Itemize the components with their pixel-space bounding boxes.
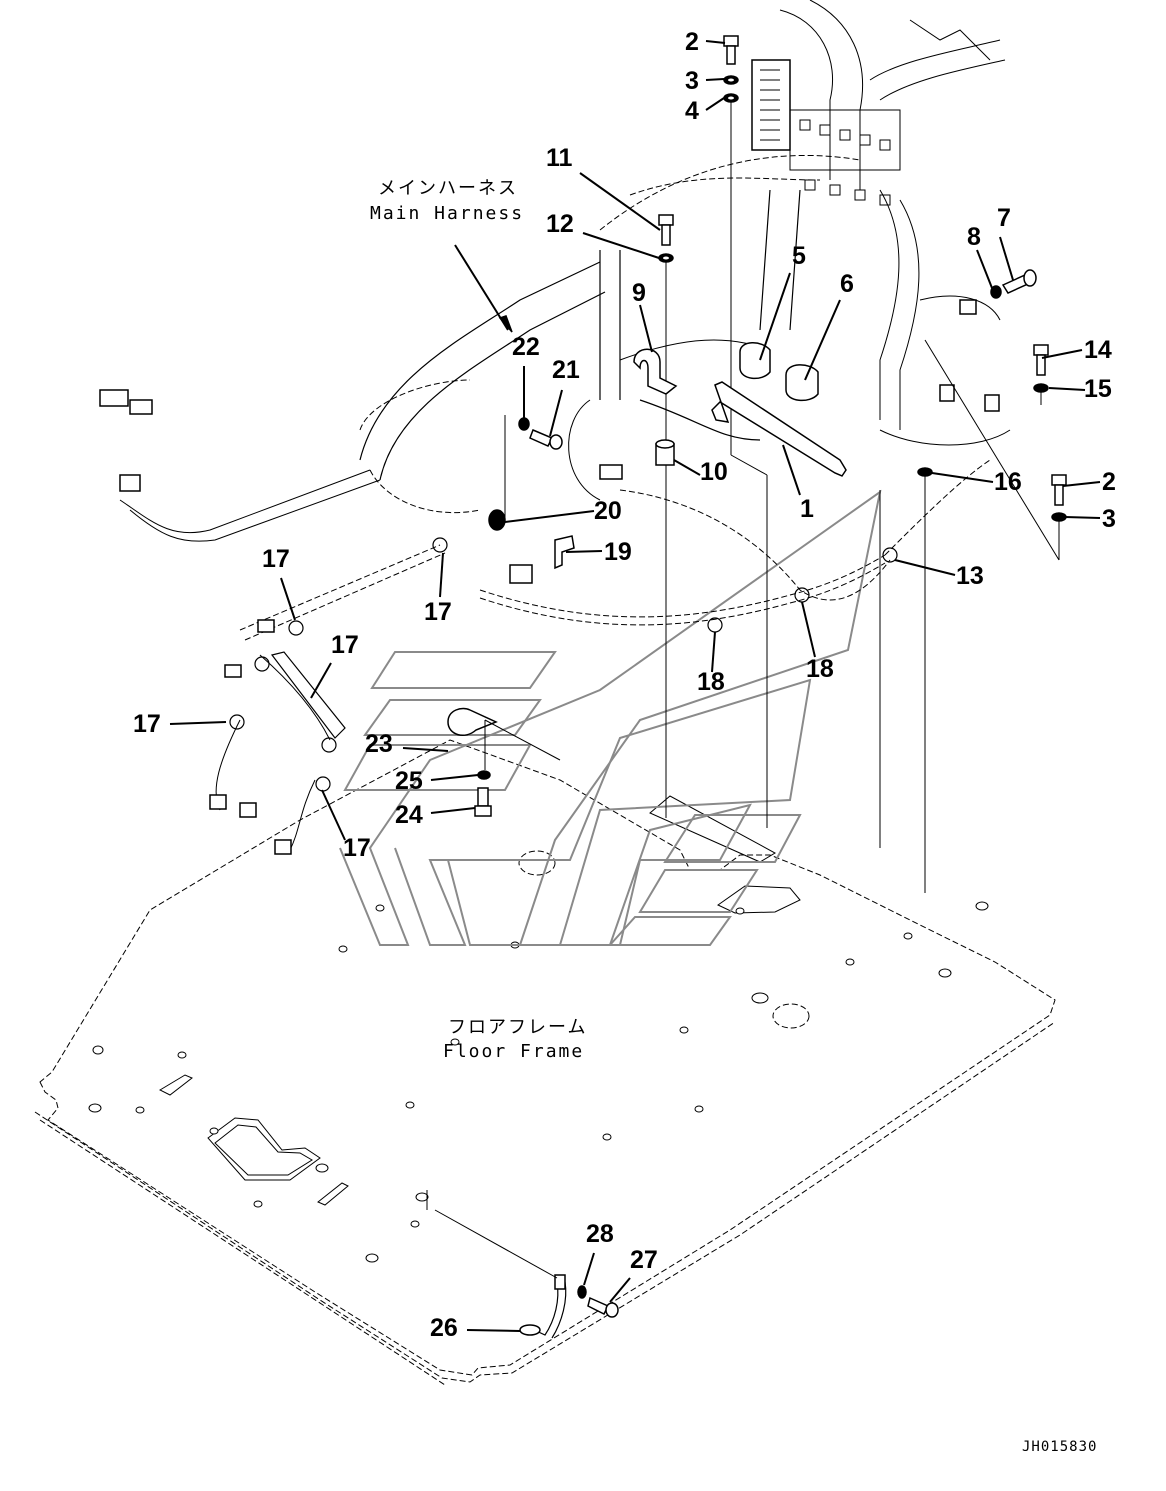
part-label-10: 10 <box>700 458 728 486</box>
part-label-18a: 18 <box>697 668 725 696</box>
part-label-17a: 17 <box>262 545 290 573</box>
clip-icon <box>321 737 337 753</box>
part-label-21: 21 <box>552 356 580 384</box>
part-label-17e: 17 <box>343 834 371 862</box>
part-label-18b: 18 <box>806 655 834 683</box>
part-label-3b: 3 <box>1102 505 1116 533</box>
part-label-24: 24 <box>395 801 423 829</box>
part-label-6: 6 <box>840 270 854 298</box>
main-harness <box>99 0 1011 855</box>
bolt-icon <box>723 35 739 65</box>
part-label-5: 5 <box>792 242 806 270</box>
part-label-25: 25 <box>395 767 423 795</box>
floor-frame <box>34 739 1056 1386</box>
floor-frame-caption-jp: フロアフレーム <box>448 1017 587 1038</box>
part-label-3: 3 <box>685 67 699 95</box>
part-label-23: 23 <box>365 730 393 758</box>
washer-icon <box>658 253 674 263</box>
part-label-15: 15 <box>1084 375 1112 403</box>
part-label-17d: 17 <box>133 710 161 738</box>
part-label-22: 22 <box>512 333 540 361</box>
part-label-19: 19 <box>604 538 632 566</box>
part-label-1: 1 <box>800 495 814 523</box>
drawing-code: JH015830 <box>1022 1439 1097 1455</box>
part-label-13: 13 <box>956 562 984 590</box>
part-label-12: 12 <box>546 210 574 238</box>
part-label-16: 16 <box>994 468 1022 496</box>
seat-base-outline <box>339 489 882 946</box>
part-label-17c: 17 <box>331 631 359 659</box>
floor-frame-caption-en: Floor Frame <box>443 1041 584 1062</box>
part-label-11: 11 <box>546 144 573 172</box>
bolt-icon <box>658 214 674 246</box>
main-harness-caption-jp: メインハーネス <box>378 178 518 199</box>
part-label-14: 14 <box>1084 336 1112 364</box>
part-label-7: 7 <box>997 204 1011 232</box>
clip-icon <box>229 714 245 730</box>
part-label-27: 27 <box>630 1246 658 1274</box>
main-harness-caption-en: Main Harness <box>370 203 524 224</box>
clip-icon <box>707 617 723 633</box>
clip-icon <box>254 656 270 672</box>
part-label-26: 26 <box>430 1314 458 1342</box>
part-label-17b: 17 <box>424 598 452 626</box>
clip-icon <box>288 620 304 636</box>
part-label-28: 28 <box>586 1220 614 1248</box>
part-label-9: 9 <box>632 279 646 307</box>
part-numbers: 2 3 4 11 12 5 6 7 8 9 22 21 14 15 10 1 1… <box>133 28 1116 1342</box>
clip-icon <box>315 776 331 792</box>
clip-icon <box>882 547 898 563</box>
clip-icon <box>432 537 448 553</box>
washer-icon <box>723 93 739 103</box>
washer-icon <box>723 75 739 85</box>
part-label-4: 4 <box>685 97 699 125</box>
part-label-2b: 2 <box>1102 468 1116 496</box>
part-label-2: 2 <box>685 28 699 56</box>
leader-lines <box>169 40 1101 1332</box>
part-label-8: 8 <box>967 223 981 251</box>
part-label-20: 20 <box>594 497 622 525</box>
